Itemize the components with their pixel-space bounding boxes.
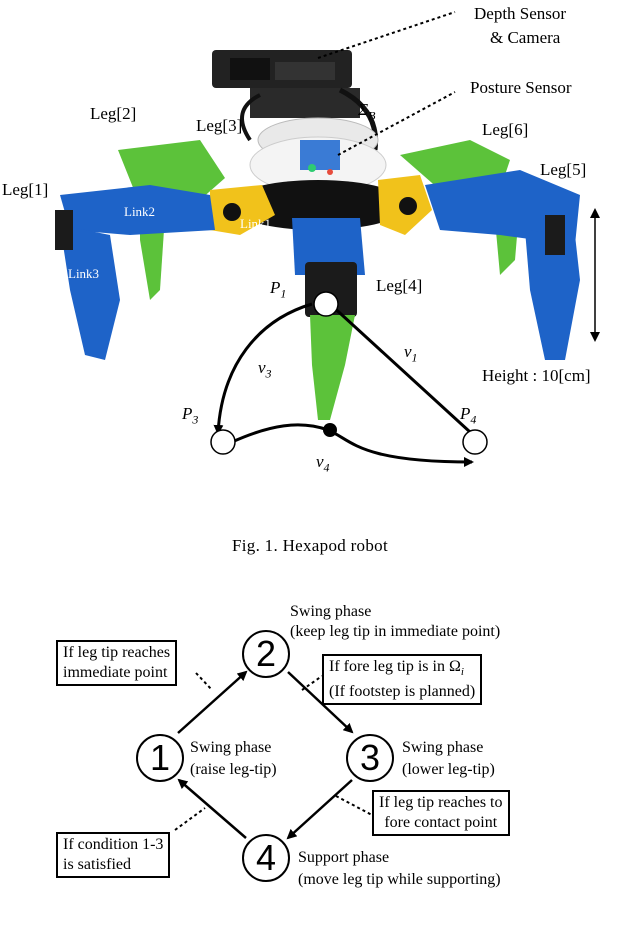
figure-caption: Fig. 1. Hexapod robot (232, 536, 388, 555)
camera-label: & Camera (490, 28, 561, 47)
leg-3-label: Leg[3] (196, 116, 243, 135)
v1-label: v1 (404, 342, 418, 365)
leg-4-shape (292, 218, 365, 420)
v3-label: v3 (258, 358, 272, 381)
leg-5-shape (425, 170, 580, 360)
state-4-phase-desc: (move leg tip while supporting) (298, 871, 501, 888)
depth-sensor-leader (317, 11, 456, 59)
state-3-phase-desc: (lower leg-tip) (402, 761, 495, 778)
trajectory (210, 291, 488, 467)
posture-sensor-label: Posture Sensor (470, 78, 572, 97)
state-4-phase-title: Support phase (298, 849, 390, 866)
state-3-phase-title: Swing phase (402, 739, 484, 756)
p1-label: P1 (270, 278, 287, 301)
state-2: 2 (242, 630, 290, 678)
condition-3-to-4: If leg tip reaches to fore contact point (372, 790, 510, 836)
height-indicator (590, 208, 600, 342)
link-1-label: Link1 (240, 216, 272, 231)
robot-body (228, 117, 408, 230)
condition-2-to-3: If fore leg tip is in Ωi (If footstep is… (322, 654, 483, 706)
state-2-phase-title: Swing phase (290, 603, 372, 620)
state-4: 4 (242, 834, 290, 882)
depth-sensor-label: Depth Sensor (474, 4, 567, 23)
link-2-label: Link2 (124, 204, 156, 219)
condition-4-to-1: If condition 1-3 is satisfied (56, 832, 171, 878)
state-1-phase-desc: (raise leg-tip) (190, 761, 277, 778)
leg-2-label: Leg[2] (90, 104, 137, 123)
sigma-b-label: ΣB (358, 100, 376, 123)
leg-4-label: Leg[4] (376, 276, 423, 295)
state-1-phase-title: Swing phase (190, 739, 272, 756)
state-transition-lines (174, 670, 373, 840)
condition-1-to-2: If leg tip reaches immediate point (56, 640, 178, 686)
depth-sensor-camera (212, 50, 379, 151)
leg-6-label: Leg[6] (482, 120, 529, 139)
v4-label: v4 (316, 452, 330, 475)
p3-label: P3 (182, 404, 199, 427)
link-3-label: Link3 (68, 266, 100, 281)
p4-label: P4 (460, 404, 477, 427)
leg-1-shape (55, 185, 215, 360)
leg-1-label: Leg[1] (2, 180, 49, 199)
leg-5-label: Leg[5] (540, 160, 587, 179)
state-3: 3 (346, 734, 394, 782)
link-1-shapes (210, 175, 432, 235)
state-2-phase-desc: (keep leg tip in immediate point) (290, 623, 501, 640)
posture-sensor-leader (337, 91, 456, 156)
height-label: Height : 10[cm] (482, 366, 591, 385)
state-1: 1 (136, 734, 184, 782)
